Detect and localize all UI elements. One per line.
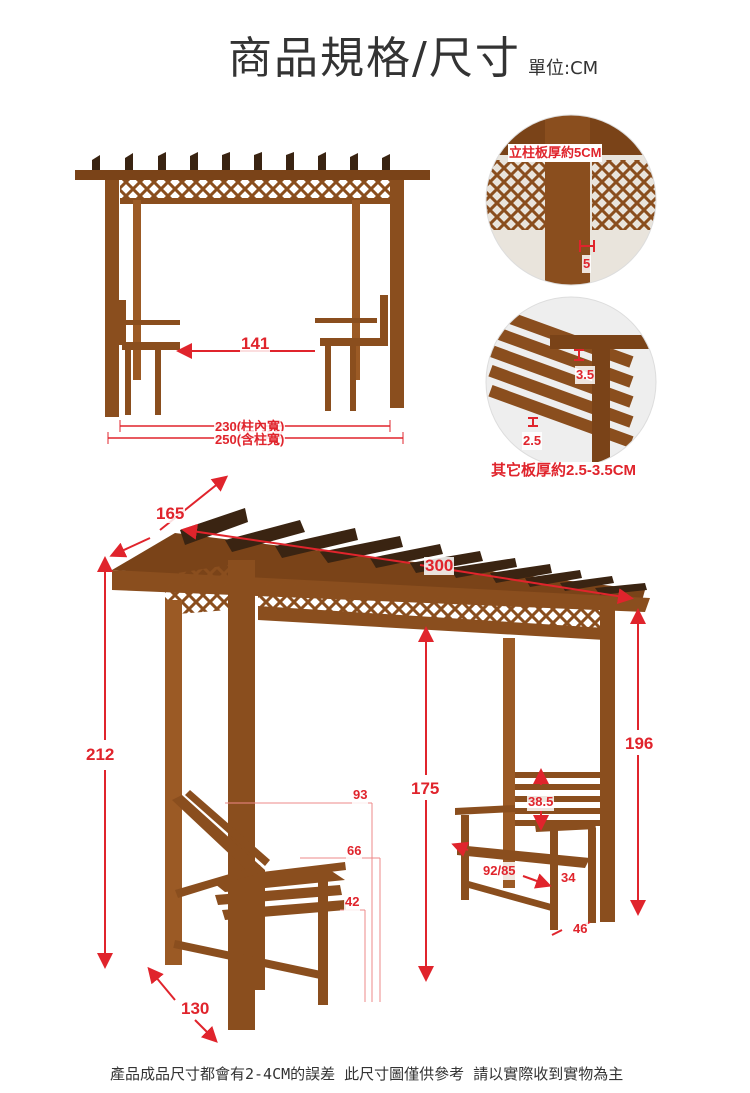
post-thickness-caption: 立柱板厚約5CM — [508, 144, 603, 162]
back-height-label: 196 — [624, 734, 655, 753]
bench-depth-label: 130 — [180, 999, 211, 1018]
post-thickness-value: 5 — [582, 255, 592, 273]
page-title: 商品規格/尺寸 — [228, 33, 521, 84]
seat-gap-label: 141 — [240, 334, 271, 353]
right-bench-width-label: 92/85 — [482, 862, 517, 880]
unit-label: 單位:CM — [528, 58, 599, 79]
left-seat-height-label: 42 — [344, 893, 361, 911]
clear-height-label: 175 — [410, 779, 441, 798]
board-thickness-detail — [486, 297, 656, 467]
post-thickness-detail — [486, 115, 656, 285]
right-bench-leg-label: 46 — [572, 920, 589, 938]
board-thickness-bottom-value: 2.5 — [522, 432, 543, 450]
board-thickness-top-value: 3.5 — [575, 366, 596, 384]
left-bench-height-label: 93 — [352, 786, 369, 804]
front-view-pergola — [75, 152, 430, 444]
outer-width-label: 250(含柱寬) — [214, 431, 286, 449]
total-height-label: 212 — [85, 745, 116, 764]
length-label: 300 — [424, 556, 455, 575]
left-armrest-height-label: 66 — [346, 842, 363, 860]
disclaimer-note: 產品成品尺寸都會有2-4CM的誤差 此尺寸圖僅供參考 請以實際收到實物為主 — [110, 1065, 624, 1083]
depth-label: 165 — [155, 504, 186, 523]
perspective-pergola — [97, 475, 650, 1043]
right-back-height-label: 38.5 — [527, 793, 555, 811]
board-thickness-caption: 其它板厚約2.5-3.5CM — [490, 462, 638, 480]
right-seat-depth-label: 34 — [560, 869, 577, 887]
